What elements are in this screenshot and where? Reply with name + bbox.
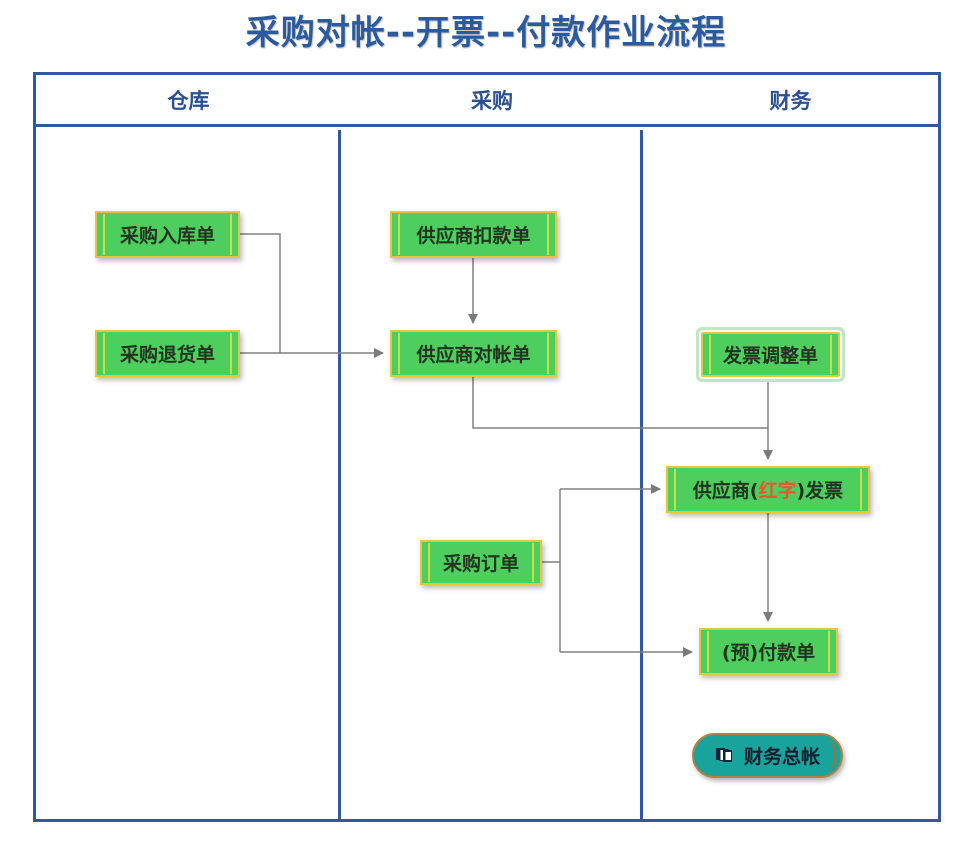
node-label: 供应商(红字)发票 xyxy=(692,480,844,502)
red-text: 红字 xyxy=(758,480,797,502)
node-label: 采购退货单 xyxy=(119,344,215,366)
node-label: 采购入库单 xyxy=(119,225,215,247)
page-title: 采购对帐--开票--付款作业流程 xyxy=(245,13,727,53)
ledger-label: 财务总帐 xyxy=(743,746,820,768)
lane-divider-2 xyxy=(640,130,643,819)
node-label: 发票调整单 xyxy=(722,345,818,367)
node-purchase-order[interactable]: 采购订单 xyxy=(420,540,542,585)
lane-header-warehouse: 仓库 xyxy=(167,88,210,113)
node-purchase-receipt[interactable]: 采购入库单 xyxy=(95,211,240,258)
node-label: 供应商扣款单 xyxy=(416,225,531,247)
node-purchase-return[interactable]: 采购退货单 xyxy=(95,330,240,377)
node-prepayment[interactable]: (预)付款单 xyxy=(699,628,838,675)
node-label: (预)付款单 xyxy=(721,642,816,664)
pages-icon xyxy=(715,748,732,762)
swimlane-table: 仓库 采购 财务 xyxy=(33,72,941,822)
node-label: 供应商对帐单 xyxy=(416,344,531,366)
node-label: 采购订单 xyxy=(442,553,519,575)
lane-header-row: 仓库 采购 财务 xyxy=(36,75,938,127)
lane-divider-1 xyxy=(338,130,341,819)
general-ledger-button[interactable]: 财务总帐 xyxy=(692,733,843,778)
node-supplier-statement[interactable]: 供应商对帐单 xyxy=(390,330,557,377)
lane-header-purchasing: 采购 xyxy=(471,88,513,113)
lane-header-finance: 财务 xyxy=(769,88,812,113)
node-invoice-adjustment[interactable]: 发票调整单 xyxy=(701,332,840,377)
node-supplier-deduction[interactable]: 供应商扣款单 xyxy=(390,211,557,258)
node-supplier-red-invoice[interactable]: 供应商(红字)发票 xyxy=(666,466,870,513)
